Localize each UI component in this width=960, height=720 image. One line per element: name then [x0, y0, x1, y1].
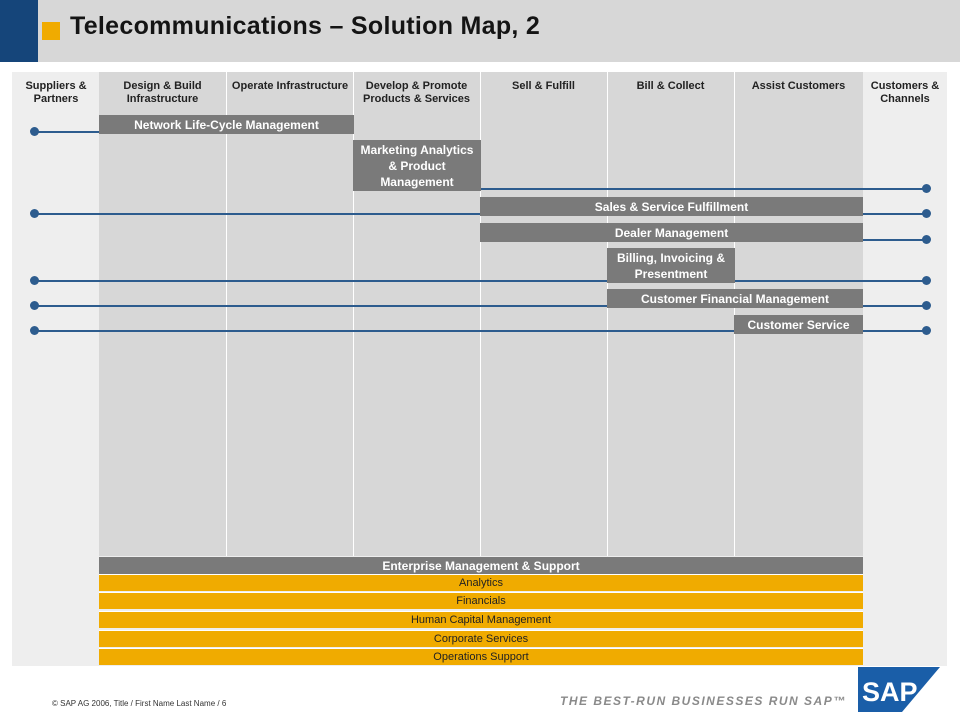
connector-line	[862, 239, 926, 241]
header-blue-block	[0, 0, 38, 62]
connector-line	[34, 131, 100, 133]
sap-logo-text: SAP	[862, 677, 918, 707]
connector-dot	[30, 127, 39, 136]
connector-dot	[922, 235, 931, 244]
sap-logo-icon: SAP	[858, 667, 940, 712]
footer-copyright: © SAP AG 2006, Title / First Name Last N…	[52, 699, 227, 708]
connector-dot	[30, 209, 39, 218]
value-chain-columns-bg	[99, 72, 863, 556]
process-billing-invoicing[interactable]: Billing, Invoicing & Presentment	[607, 248, 735, 283]
connector-dot	[30, 301, 39, 310]
process-marketing-analytics[interactable]: Marketing Analytics & Product Management	[353, 140, 481, 191]
column-separator	[353, 72, 354, 556]
connector-dot	[922, 276, 931, 285]
column-header-design-build: Design & Build Infrastructure	[123, 80, 202, 105]
column-separator	[734, 72, 735, 556]
column-separator	[607, 72, 608, 556]
connector-dot	[30, 326, 39, 335]
column-header-assist-customers: Assist Customers	[751, 80, 846, 92]
header-band	[0, 0, 960, 62]
footer-tagline: THE BEST-RUN BUSINESSES RUN SAP™	[560, 694, 847, 708]
enterprise-item-human-capital[interactable]: Human Capital Management	[99, 611, 863, 628]
column-separator	[226, 72, 227, 556]
enterprise-item-analytics[interactable]: Analytics	[99, 574, 863, 591]
process-network-lifecycle[interactable]: Network Life-Cycle Management	[99, 115, 354, 134]
connector-line	[34, 280, 926, 282]
column-header-sell-fulfill: Sell & Fulfill	[512, 80, 575, 92]
header-accent-square	[42, 22, 60, 40]
process-customer-financial-management[interactable]: Customer Financial Management	[607, 289, 863, 308]
column-separator	[480, 72, 481, 556]
connector-dot	[922, 184, 931, 193]
connector-line	[480, 188, 926, 190]
column-header-suppliers: Suppliers & Partners	[25, 80, 87, 105]
page-title: Telecommunications – Solution Map, 2	[70, 12, 541, 40]
enterprise-item-financials[interactable]: Financials	[99, 592, 863, 609]
process-sales-service-fulfillment[interactable]: Sales & Service Fulfillment	[480, 197, 863, 216]
column-header-operate: Operate Infrastructure	[231, 80, 349, 92]
enterprise-item-operations-support[interactable]: Operations Support	[99, 648, 863, 665]
column-header-customers-channels: Customers & Channels	[870, 80, 940, 105]
process-customer-service[interactable]: Customer Service	[734, 315, 863, 334]
connector-dot	[30, 276, 39, 285]
column-header-develop-promote: Develop & Promote Products & Services	[363, 80, 470, 105]
connector-dot	[922, 301, 931, 310]
connector-dot	[922, 209, 931, 218]
process-dealer-management[interactable]: Dealer Management	[480, 223, 863, 242]
connector-line	[34, 330, 926, 332]
column-header-bill-collect: Bill & Collect	[636, 80, 705, 92]
connector-dot	[922, 326, 931, 335]
enterprise-management-header: Enterprise Management & Support	[99, 557, 863, 574]
connector-line	[34, 305, 926, 307]
enterprise-item-corporate-services[interactable]: Corporate Services	[99, 630, 863, 647]
